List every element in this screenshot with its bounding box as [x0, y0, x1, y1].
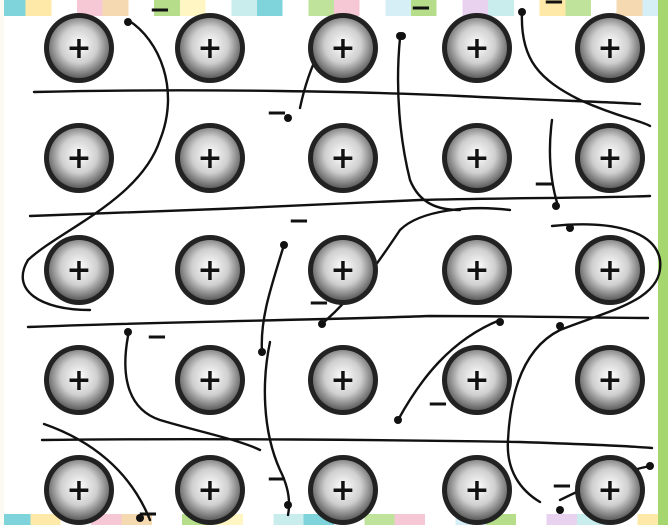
- ion-plus-sign: +: [597, 253, 622, 288]
- free-electron: [646, 462, 654, 470]
- free-electron: −: [518, 0, 565, 17]
- electron-dot: [556, 322, 564, 330]
- positive-ion: +: [175, 345, 245, 415]
- free-electron: −: [136, 499, 159, 525]
- ion-plus-sign: +: [66, 141, 91, 176]
- positive-ion: +: [575, 13, 645, 83]
- free-electron: −: [308, 288, 330, 328]
- positive-ion: +: [175, 455, 245, 525]
- electron-dot: [556, 506, 564, 514]
- positive-ion: +: [575, 235, 645, 305]
- ion-plus-sign: +: [66, 31, 91, 66]
- positive-ion: +: [308, 123, 378, 193]
- electron-path: [42, 439, 652, 448]
- positive-ion: +: [44, 13, 114, 83]
- electron-dot: [398, 32, 406, 40]
- electron-dot: [124, 18, 132, 26]
- positive-ion: +: [44, 235, 114, 305]
- ion-plus-sign: +: [66, 253, 91, 288]
- electron-dot: [258, 348, 266, 356]
- ion-plus-sign: +: [464, 473, 489, 508]
- free-electron: −: [533, 169, 560, 210]
- ion-plus-sign: +: [66, 473, 91, 508]
- positive-ion: +: [442, 345, 512, 415]
- free-electron: [556, 322, 564, 330]
- ion-plus-sign: +: [464, 363, 489, 398]
- ion-plus-sign: +: [330, 253, 355, 288]
- free-electron: [398, 32, 406, 40]
- free-electron: −: [280, 206, 310, 249]
- electron-dot: [552, 202, 560, 210]
- electron-dot: [518, 8, 526, 16]
- ion-plus-sign: +: [597, 363, 622, 398]
- electron-minus-sign: −: [146, 322, 168, 352]
- free-electron: −: [551, 471, 573, 514]
- electron-dot: [496, 318, 504, 326]
- positive-ion: +: [308, 13, 378, 83]
- free-electron: [566, 224, 574, 232]
- free-electron: [496, 318, 504, 326]
- electron-dot: [280, 241, 288, 249]
- free-electron: [258, 348, 266, 356]
- electron-path: [28, 316, 648, 327]
- ion-plus-sign: +: [330, 141, 355, 176]
- ion-plus-sign: +: [330, 363, 355, 398]
- ion-plus-sign: +: [197, 31, 222, 66]
- ion-plus-sign: +: [597, 473, 622, 508]
- ion-plus-sign: +: [197, 363, 222, 398]
- ion-plus-sign: +: [197, 253, 222, 288]
- positive-ion: +: [308, 455, 378, 525]
- positive-ion: +: [175, 235, 245, 305]
- ion-plus-sign: +: [330, 473, 355, 508]
- electron-dot: [566, 224, 574, 232]
- positive-ion: +: [575, 345, 645, 415]
- positive-ion: +: [44, 345, 114, 415]
- electron-dot: [646, 462, 654, 470]
- electron-minus-sign: −: [149, 0, 171, 25]
- ion-plus-sign: +: [597, 141, 622, 176]
- positive-ion: +: [575, 123, 645, 193]
- ion-plus-sign: +: [597, 31, 622, 66]
- electron-minus-sign: −: [308, 288, 330, 318]
- ion-plus-sign: +: [197, 473, 222, 508]
- electron-dot: [394, 416, 402, 424]
- ion-plus-sign: +: [464, 31, 489, 66]
- ion-plus-sign: +: [464, 253, 489, 288]
- electron-minus-sign: −: [137, 499, 159, 525]
- electron-minus-sign: −: [410, 0, 432, 23]
- electron-minus-sign: −: [551, 471, 573, 501]
- positive-ion: +: [44, 455, 114, 525]
- ion-plus-sign: +: [330, 31, 355, 66]
- electron-dot: [124, 328, 132, 336]
- free-electron: −: [394, 389, 449, 424]
- free-electron: −: [266, 98, 292, 128]
- electron-dot: [284, 501, 292, 509]
- positive-ion: +: [44, 123, 114, 193]
- positive-ion: +: [442, 123, 512, 193]
- electron-minus-sign: −: [543, 0, 565, 17]
- electron-path: [34, 90, 640, 104]
- positive-ion: +: [575, 455, 645, 525]
- positive-ion: +: [175, 123, 245, 193]
- electron-minus-sign: −: [266, 98, 288, 128]
- free-electron: −: [124, 0, 171, 26]
- positive-ion: +: [442, 13, 512, 83]
- positive-ion: +: [175, 13, 245, 83]
- ion-plus-sign: +: [197, 141, 222, 176]
- positive-ion: +: [442, 235, 512, 305]
- electron-minus-sign: −: [288, 206, 310, 236]
- electron-minus-sign: −: [533, 169, 555, 199]
- positive-ion: +: [442, 455, 512, 525]
- electron-path: [262, 245, 284, 352]
- electron-dot: [318, 320, 326, 328]
- electron-minus-sign: −: [427, 389, 449, 419]
- electron-minus-sign: −: [266, 464, 288, 494]
- ion-plus-sign: +: [464, 141, 489, 176]
- positive-ion: +: [308, 345, 378, 415]
- free-electron: −: [266, 464, 292, 509]
- ion-plus-sign: +: [66, 363, 91, 398]
- free-electron: −: [124, 322, 168, 352]
